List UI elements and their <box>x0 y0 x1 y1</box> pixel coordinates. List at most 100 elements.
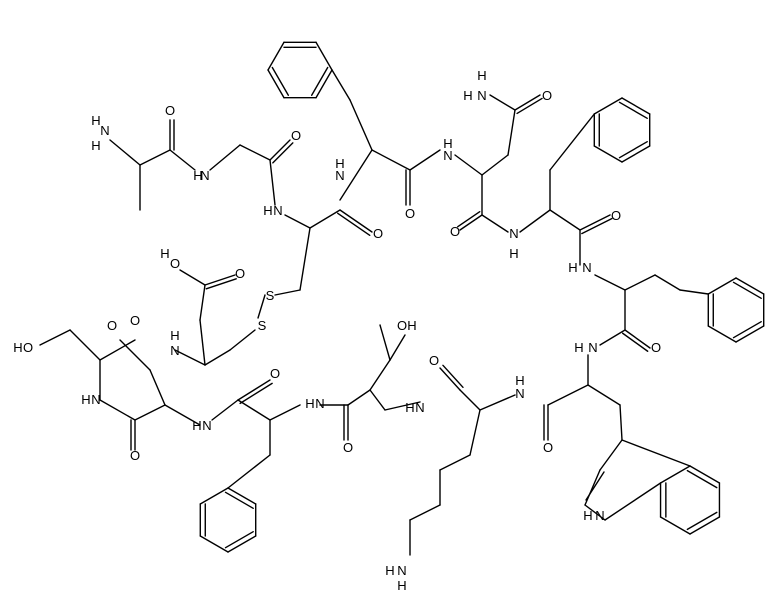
hydroxyl-oxygen-label: O <box>130 313 140 328</box>
hydrogen-label: H <box>405 400 414 415</box>
phenyl-ring-4 <box>224 491 254 510</box>
amide-nitrogen-label: N <box>91 392 100 407</box>
threonine-2-side <box>149 369 166 406</box>
tryptophan-side <box>619 404 623 441</box>
phenyl-ring-4 <box>224 530 254 549</box>
carbonyl-oxygen-label: O <box>343 440 353 455</box>
phenylalanine-chain <box>371 149 411 171</box>
threonine-2-side <box>119 339 151 371</box>
phenyl-ring-1 <box>267 41 285 71</box>
aspartate-side <box>179 269 206 286</box>
cysteine-chain <box>284 214 311 229</box>
cysteine-2-chain <box>174 349 206 366</box>
carbonyl-oxygen-label: O <box>450 224 460 239</box>
phenylalanine-chain <box>339 149 373 201</box>
hydrogen-label: H <box>574 340 583 355</box>
asparagine-carbonyl <box>457 210 481 228</box>
hydrogen-label: H <box>13 340 22 355</box>
indole-pyrrole-ring <box>604 482 662 521</box>
hydrogen-label: H <box>91 138 100 153</box>
phenyl-ring-2 <box>618 101 648 120</box>
phenylalanine-2-chain <box>549 209 581 231</box>
threonine-2-chain <box>134 404 166 421</box>
aspartate-side <box>199 284 206 321</box>
phe-asn-bond <box>409 149 441 171</box>
phenyl-ring-4 <box>199 487 229 505</box>
glycine-chain <box>239 144 271 161</box>
carbonyl-oxygen-label: O <box>291 128 301 143</box>
amide-nitrogen-label: N <box>582 260 591 275</box>
carbonyl-oxygen-label: O <box>651 340 661 355</box>
hydrogen-label: H <box>509 246 518 261</box>
sulfur-label: S <box>266 288 275 303</box>
hydrogen-label: H <box>335 156 344 171</box>
hydrogen-label: H <box>305 396 314 411</box>
amide-nitrogen-label: N <box>515 386 524 401</box>
alanine-gly-bond <box>169 149 196 171</box>
threonine-chain <box>384 401 421 411</box>
serine-side <box>69 329 101 361</box>
asparagine-chain <box>481 154 509 176</box>
carbonyl-oxygen-label: O <box>270 366 280 381</box>
hydrogen-label: H <box>192 418 201 433</box>
serine-chain <box>99 339 136 361</box>
carbonyl-oxygen-label: O <box>130 448 140 463</box>
carbonyl-oxygen-label: O <box>543 440 553 455</box>
phenyl-ring-2 <box>621 145 651 163</box>
cysteine-side <box>299 227 311 291</box>
phenyl-ring-4 <box>227 535 257 553</box>
trp-lys-bond <box>547 384 589 406</box>
aspartate-side <box>199 319 206 366</box>
cysteine-2-side <box>204 349 231 366</box>
hydroxyl-oxygen-label: O <box>23 340 33 355</box>
hydrogen-label: H <box>583 508 592 523</box>
phenyl-ring-3 <box>735 325 765 343</box>
amine-nitrogen-label: N <box>100 123 109 138</box>
disulfide-bond <box>257 294 266 319</box>
hydrogen-label: H <box>477 68 486 83</box>
threonine-side <box>389 334 406 361</box>
lysine-chain <box>459 389 481 411</box>
phenylalanine-4-chain <box>227 454 271 489</box>
cysteine-side <box>274 289 301 296</box>
carbonyl-oxygen-label: O <box>107 318 117 333</box>
phenylalanine-3-chain <box>654 274 681 291</box>
phenyl-ring-1 <box>315 69 333 99</box>
indole-benzene-ring <box>689 465 721 484</box>
phenyl-ring-4 <box>227 487 257 505</box>
amide-nitrogen-label: N <box>200 168 209 183</box>
phe-trp-bond <box>599 329 626 346</box>
serine-side <box>39 329 71 346</box>
carbonyl-oxygen-label: O <box>235 266 245 281</box>
glycine-carbonyl <box>269 139 291 161</box>
indole-pyrrole-ring <box>584 504 606 521</box>
indole-nitrogen-label: N <box>595 508 604 523</box>
sulfur-label: S <box>258 318 267 333</box>
hydrogen-label: H <box>515 373 524 388</box>
indole-benzene-ring <box>686 469 718 489</box>
lysine-carbonyl <box>439 367 461 391</box>
hydrogen-label: H <box>91 113 100 128</box>
phenylalanine-4-chain <box>237 399 271 421</box>
phenyl-ring-2 <box>621 97 651 115</box>
phenylalanine-2-chain <box>519 209 551 233</box>
hydrogen-label: H <box>463 88 472 103</box>
hydrogen-label: H <box>263 203 272 218</box>
phenylalanine-3-chain <box>679 289 709 295</box>
hydrogen-label: H <box>385 563 394 578</box>
phenyl-ring-4 <box>199 535 229 553</box>
lysine-carbonyl <box>442 364 464 389</box>
hydrogen-label: H <box>193 168 202 183</box>
hydrogen-label: H <box>397 578 406 593</box>
glycine-chain <box>209 144 241 171</box>
cysteine-2-side <box>229 329 256 351</box>
amide-nitrogen-label: N <box>588 340 597 355</box>
phenylalanine-3-chain <box>624 274 656 291</box>
carbonyl-oxygen-label: O <box>429 353 439 368</box>
indole-pyrrole-ring <box>599 439 623 471</box>
tryptophan-chain <box>587 384 621 406</box>
lysine-side <box>409 504 441 521</box>
amide-nitrogen-label: N <box>170 343 179 358</box>
